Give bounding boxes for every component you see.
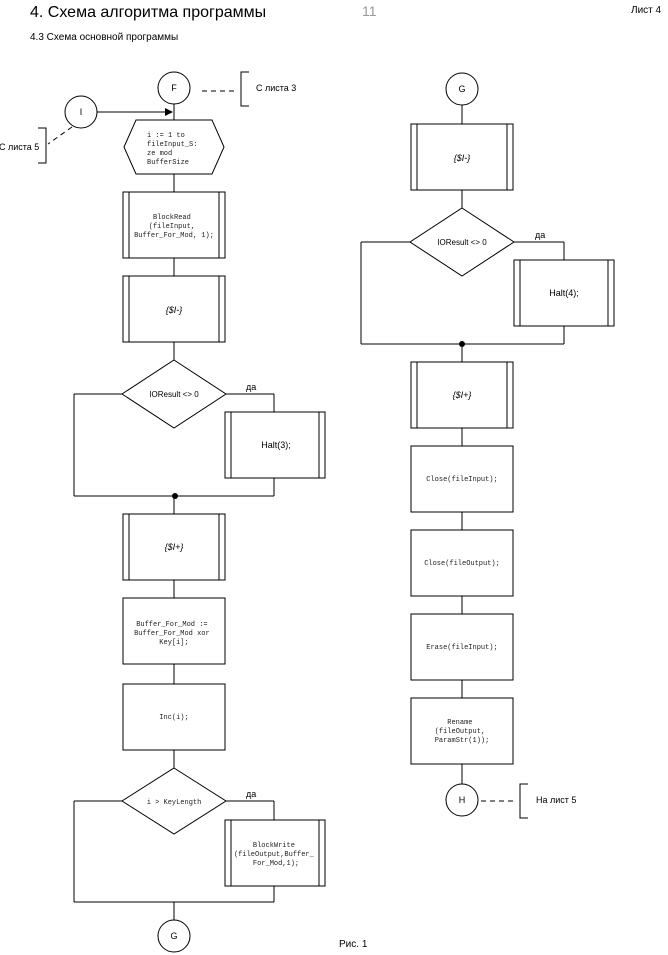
connector-i: I [64, 95, 98, 129]
connector-g-top: G [445, 72, 479, 106]
xor-text: Buffer_For_Mod := Buffer_For_Mod xor Key… [134, 621, 214, 647]
halt4-process: Halt(4); [513, 259, 615, 327]
decision-io-left-yes: да [246, 382, 256, 392]
erase-process: Erase(fileInput); [410, 613, 514, 681]
close-output-process: Close(fileOutput); [410, 529, 514, 597]
note-to-sheet5: На лист 5 [481, 783, 576, 819]
note-from-sheet5-label: С листа 5 [0, 142, 39, 152]
directive-io-off-left-text: {$I-} [166, 305, 183, 315]
inc-text: Inc(i); [159, 714, 188, 722]
decision-keylength-yes: да [246, 789, 256, 799]
directive-io-on-left-text: {$I+} [165, 542, 184, 552]
connector-i-label: I [80, 107, 83, 117]
block-read-process: BlockRead (fileInput, Buffer_For_Mod, 1)… [122, 191, 226, 259]
close-input-text: Close(fileInput); [426, 476, 497, 484]
loop-text: i := 1 to fileInput_S: ze mod BufferSize [147, 132, 202, 167]
note-to-sheet5-label: На лист 5 [536, 795, 576, 805]
decision-io-left: IOResult <> 0 [121, 359, 227, 429]
rename-text: Rename (fileOutput, ParamStr(1)); [435, 719, 490, 745]
decision-io-left-text: IOResult <> 0 [149, 390, 199, 399]
connector-f: F [157, 71, 191, 105]
block-write-text: BlockWrite (fileOutput,Buffer_ For_Mod,1… [234, 842, 318, 868]
directive-io-on-left: {$I+} [122, 513, 226, 581]
note-from-sheet3-label: С листа 3 [256, 83, 296, 93]
decision-io-right-text: IOResult <> 0 [437, 238, 487, 247]
connector-g-bottom-label: G [170, 931, 177, 941]
block-write-process: BlockWrite (fileOutput,Buffer_ For_Mod,1… [224, 819, 326, 887]
halt3-text: Halt(3); [261, 440, 291, 450]
junction-left [172, 493, 178, 499]
block-read-text: BlockRead (fileInput, Buffer_For_Mod, 1)… [134, 214, 214, 240]
connector-h-label: H [459, 795, 466, 805]
close-output-text: Close(fileOutput); [424, 560, 500, 568]
connector-g-bottom: G [157, 919, 191, 953]
connector-f-label: F [171, 83, 177, 93]
figure-caption: Рис. 1 [339, 939, 368, 950]
directive-io-on-right-text: {$I+} [453, 390, 472, 400]
connector-g-top-label: G [458, 84, 465, 94]
note-from-sheet3: С листа 3 [202, 71, 296, 107]
section-subtitle: 4.3 Схема основной программы [30, 32, 179, 43]
halt3-process: Halt(3); [224, 411, 326, 479]
connector-h: H [445, 783, 479, 817]
directive-io-on-right: {$I+} [410, 361, 514, 429]
sheet-label: Лист 4 [631, 5, 662, 16]
close-input-process: Close(fileInput); [410, 445, 514, 513]
page-title: 4. Схема алгоритма программы [30, 4, 267, 21]
page-number: 11 [362, 3, 377, 19]
xor-process: Buffer_For_Mod := Buffer_For_Mod xor Key… [122, 597, 226, 665]
halt4-text: Halt(4); [549, 288, 579, 298]
decision-io-right-yes: да [535, 230, 545, 240]
decision-keylength: i > KeyLength [121, 767, 227, 835]
decision-keylength-text: i > KeyLength [147, 799, 202, 807]
erase-text: Erase(fileInput); [426, 644, 497, 652]
decision-io-right: IOResult <> 0 [409, 207, 515, 277]
note-from-sheet5: С листа 5 [0, 126, 73, 164]
directive-io-off-right-text: {$I-} [454, 153, 471, 163]
loop-block: i := 1 to fileInput_S: ze mod BufferSize [123, 119, 225, 175]
rename-process: Rename (fileOutput, ParamStr(1)); [410, 697, 514, 765]
directive-io-off-left: {$I-} [122, 275, 226, 343]
inc-process: Inc(i); [122, 683, 226, 751]
directive-io-off-right: {$I-} [410, 123, 514, 191]
